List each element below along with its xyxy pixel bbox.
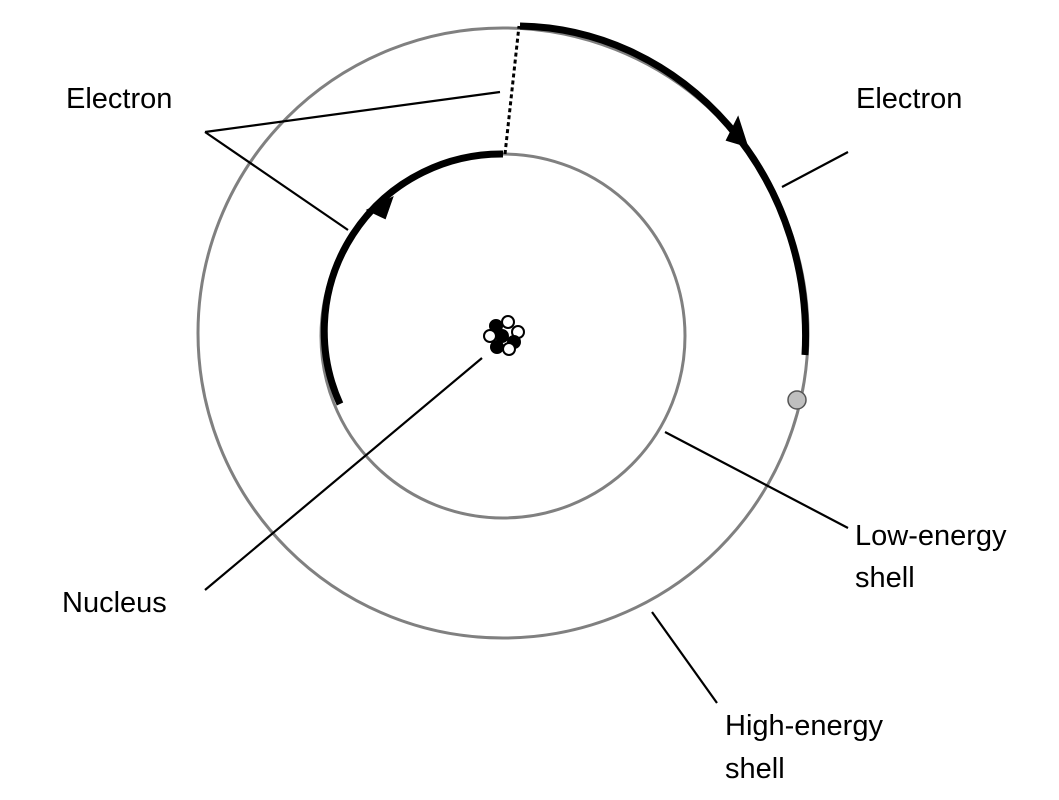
transition-dotted-line [503,25,521,155]
nucleus-icon [483,315,525,356]
electron-dot [787,390,807,410]
low-energy-label-line1: Low-energy [855,520,1007,552]
leader-electron-left-bottom [204,131,349,231]
nucleus-label: Nucleus [62,587,167,619]
leader-electron-left-top [204,90,501,134]
outer-arrowhead [725,115,749,148]
inner-electron-path [320,150,504,406]
leader-high-energy-shell [651,611,718,704]
high-energy-label-line1: High-energy [725,710,883,742]
leader-electron-right [781,151,849,188]
outer-electron-path [519,22,810,356]
high-energy-label-line2: shell [725,753,785,785]
leader-low-energy-shell [664,431,849,529]
leader-nucleus [204,357,483,591]
inner-arrowhead [365,196,394,220]
low-energy-label-line2: shell [855,562,915,594]
electron-right-label: Electron [856,83,963,115]
electron-left-label: Electron [66,83,173,115]
